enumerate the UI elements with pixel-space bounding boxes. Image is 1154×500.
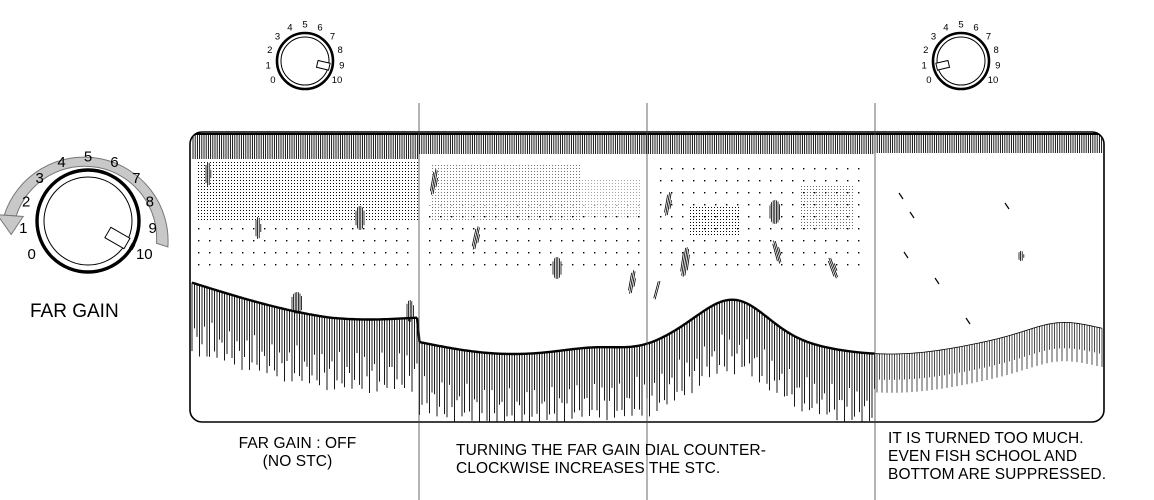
dial-number: 9 xyxy=(339,60,344,71)
dial-number: 5 xyxy=(958,19,963,30)
dial-number: 1 xyxy=(19,220,27,237)
caption-line: TURNING THE FAR GAIN DIAL COUNTER- xyxy=(456,442,766,459)
dial-number: 10 xyxy=(136,246,153,263)
counterclockwise-arrow-icon xyxy=(0,156,169,248)
fish-echo xyxy=(355,206,365,230)
faint-echo xyxy=(898,192,904,200)
dial-inner-ring xyxy=(280,36,330,86)
faint-echo xyxy=(934,277,940,285)
fish-echo xyxy=(255,217,262,239)
fish-echo xyxy=(664,192,672,216)
dial-number: 7 xyxy=(330,32,335,43)
faint-echo xyxy=(965,317,971,325)
dial-number: 0 xyxy=(926,75,931,86)
fish-echo xyxy=(628,270,636,294)
caption-line: (NO STC) xyxy=(262,453,333,470)
fish-echo xyxy=(769,200,781,224)
caption-turning-dial: TURNING THE FAR GAIN DIAL COUNTER- CLOCK… xyxy=(456,442,766,478)
fish-echo xyxy=(680,247,690,277)
dial-number: 2 xyxy=(923,45,928,56)
far-gain-label: FAR GAIN xyxy=(30,301,119,322)
dial-number: 6 xyxy=(973,23,978,34)
dial-setting-mark xyxy=(128,242,136,251)
fish-echo xyxy=(1018,251,1025,261)
dial-number: 4 xyxy=(57,154,65,171)
faint-echo xyxy=(909,211,915,219)
fish-echo xyxy=(429,169,438,195)
dial-outer-ring xyxy=(35,168,141,274)
caption-line: BOTTOM ARE SUPPRESSED. xyxy=(888,466,1107,483)
dial-number: 6 xyxy=(317,23,322,34)
dial-pointer xyxy=(935,59,951,71)
caption-line: FAR GAIN : OFF xyxy=(238,435,357,452)
echo-display xyxy=(189,131,1105,423)
caption-line: CLOCKWISE INCREASES THE STC. xyxy=(456,460,721,477)
dial-outer-ring xyxy=(275,31,335,91)
dial-number: 6 xyxy=(110,154,118,171)
dial-number: 8 xyxy=(338,45,343,56)
faint-echo xyxy=(903,251,909,259)
dial-number: 8 xyxy=(994,45,999,56)
fish-echo xyxy=(205,162,212,186)
dial-pointer xyxy=(315,59,331,71)
dial-number: 1 xyxy=(266,60,271,71)
fish-echo xyxy=(772,240,782,264)
dial-outer-ring xyxy=(931,31,991,91)
dial-number: 4 xyxy=(943,23,948,34)
dial-number: 3 xyxy=(275,32,280,43)
fish-echo xyxy=(653,280,661,300)
dial-inner-ring xyxy=(43,176,133,266)
dial-number: 9 xyxy=(148,220,156,237)
dial-number: 3 xyxy=(931,32,936,43)
dial-number: 4 xyxy=(287,23,292,34)
far-gain-dial[interactable]: 01 234 5 678 9 10 xyxy=(19,148,157,274)
dial-number: 7 xyxy=(132,170,140,187)
dial-number: 9 xyxy=(995,60,1000,71)
dial-number: 8 xyxy=(146,193,154,210)
faint-echo xyxy=(1004,202,1010,210)
caption-line: IT IS TURNED TOO MUCH. xyxy=(888,430,1084,447)
fish-echo xyxy=(827,257,838,279)
dial-number: 10 xyxy=(332,75,343,86)
section-dividers xyxy=(418,103,876,500)
dial-number: 10 xyxy=(988,75,999,86)
dial-number: 0 xyxy=(28,246,36,263)
fish-echo xyxy=(552,257,562,279)
dial-number: 5 xyxy=(302,19,307,30)
dial-number: 2 xyxy=(267,45,272,56)
dial-number: 1 xyxy=(922,60,927,71)
fish-echo xyxy=(471,226,481,250)
dial-number: 7 xyxy=(986,32,991,43)
dial-number: 2 xyxy=(22,193,30,210)
dial-number: 0 xyxy=(270,75,275,86)
caption-far-gain-off: FAR GAIN : OFF (NO STC) xyxy=(230,435,365,471)
fish-echo xyxy=(291,292,303,314)
caption-turned-too-much: IT IS TURNED TOO MUCH. EVEN FISH SCHOOL … xyxy=(888,430,1106,484)
dial-inner-ring xyxy=(936,36,986,86)
arrow-head xyxy=(0,214,25,236)
dial-number: 5 xyxy=(84,148,92,165)
dial-pointer xyxy=(104,226,131,250)
caption-line: EVEN FISH SCHOOL AND xyxy=(888,448,1078,465)
dial-number: 3 xyxy=(36,170,44,187)
